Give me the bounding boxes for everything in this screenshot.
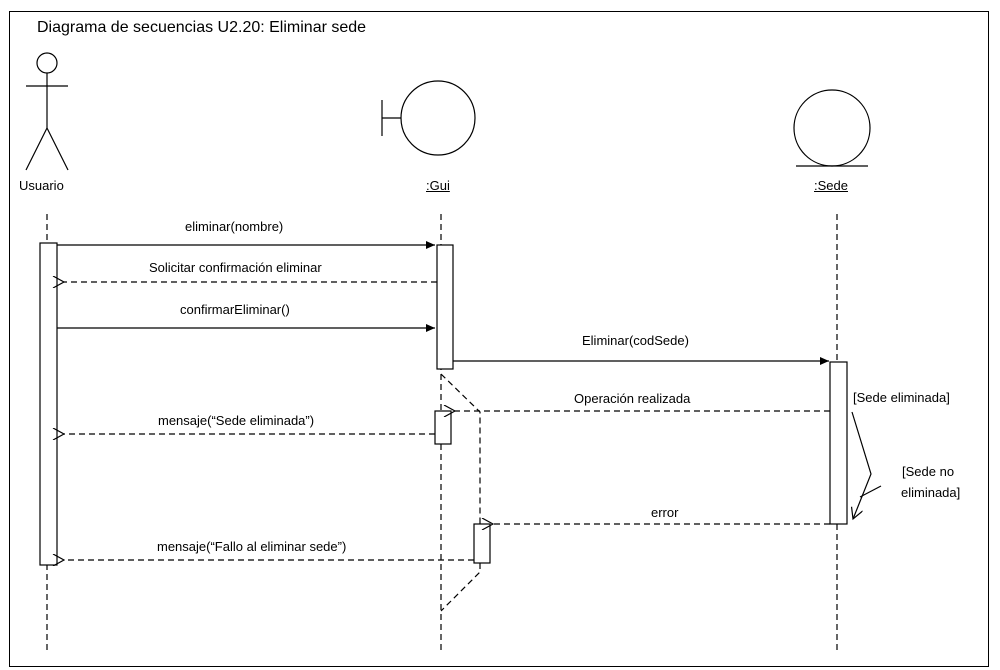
entity-icon xyxy=(793,89,871,167)
guard-sede-eliminada: [Sede eliminada] xyxy=(853,390,950,405)
actor-label: Usuario xyxy=(19,178,64,193)
gui-label: :Gui xyxy=(426,178,450,193)
activation-sede xyxy=(829,361,848,525)
activation-gui-2 xyxy=(434,410,452,445)
activation-usuario xyxy=(39,242,58,566)
guard-connector xyxy=(859,485,882,498)
activation-gui-3 xyxy=(473,523,491,564)
diagram-frame xyxy=(9,11,989,667)
stick-figure-icon xyxy=(25,52,69,171)
branch-lines xyxy=(440,373,481,612)
guard-sede-no: [Sede no xyxy=(902,464,955,479)
message-operacion-realizada: Operación realizada xyxy=(574,391,691,406)
boundary-icon xyxy=(381,80,476,156)
message-confirmar-eliminar: confirmarEliminar() xyxy=(180,302,290,317)
message-eliminar-nombre: eliminar(nombre) xyxy=(185,219,284,234)
message-error: error xyxy=(651,505,679,520)
activation-gui-1 xyxy=(436,244,454,370)
message-eliminar-codsede: Eliminar(codSede) xyxy=(582,333,689,348)
sede-label: :Sede xyxy=(814,178,848,193)
message-solicitar-confirmacion: Solicitar confirmación eliminar xyxy=(149,260,322,275)
self-call-guards xyxy=(852,411,872,519)
guard-no-eliminada: eliminada] xyxy=(901,485,961,500)
diagram-title: Diagrama de secuencias U2.20: Eliminar s… xyxy=(37,19,367,36)
message-sede-eliminada: mensaje(“Sede eliminada”) xyxy=(158,413,315,428)
message-fallo: mensaje(“Fallo al eliminar sede”) xyxy=(157,539,347,554)
